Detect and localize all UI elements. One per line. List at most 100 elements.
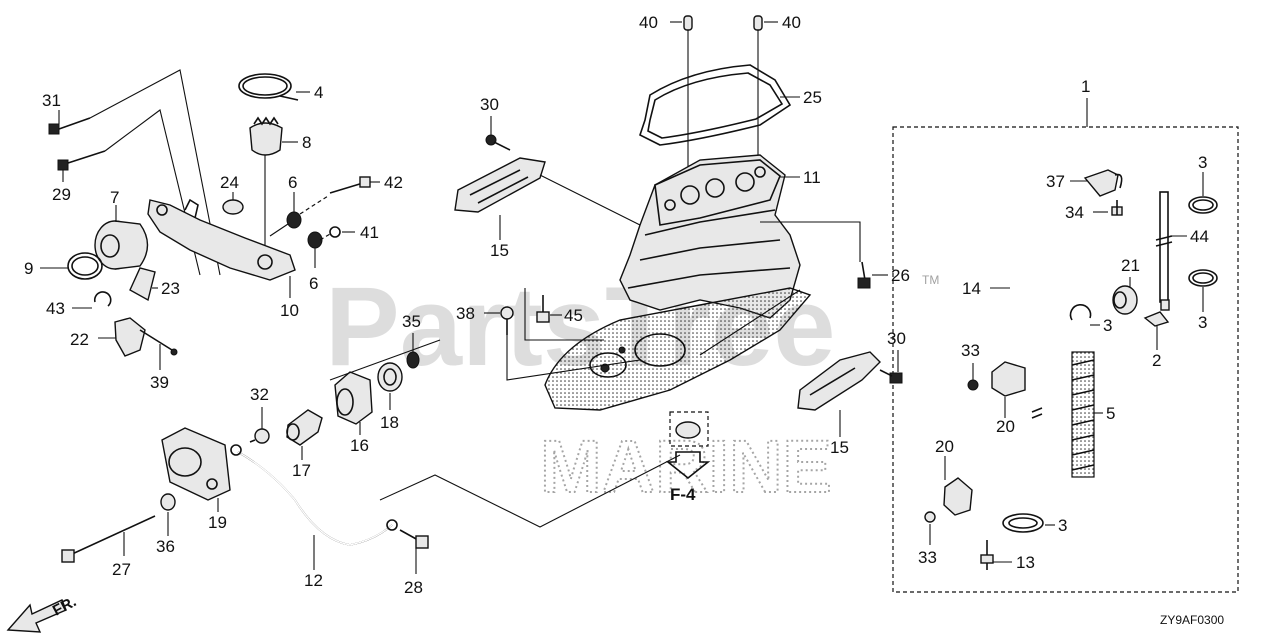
screw-33-lower <box>924 511 936 523</box>
callout-26: 26 <box>891 266 910 285</box>
bolt-32 <box>249 428 270 444</box>
callout-39: 39 <box>150 373 169 392</box>
collar-17 <box>286 409 323 446</box>
screw-34 <box>1111 200 1123 216</box>
callout-2: 2 <box>1152 351 1161 370</box>
bracket-10 <box>147 198 296 281</box>
cap-24 <box>222 199 244 215</box>
leader-cable-path <box>379 454 681 528</box>
leader-15-path <box>539 174 651 231</box>
dowel-40-left <box>683 15 693 31</box>
callout-20: 20 <box>996 417 1015 436</box>
washer-35 <box>406 351 420 369</box>
screw-33-upper <box>967 379 979 391</box>
callout-45: 45 <box>564 306 583 325</box>
callout-41: 41 <box>360 223 379 242</box>
seal-holder-7 <box>94 220 149 270</box>
callout-23: 23 <box>161 279 180 298</box>
callout-6: 6 <box>288 173 297 192</box>
section-ref-f4 <box>665 411 711 480</box>
plate-22 <box>114 317 146 357</box>
callout-8: 8 <box>302 133 311 152</box>
callout-37: 37 <box>1046 172 1065 191</box>
callout-42: 42 <box>384 173 403 192</box>
mount-rubber-15-upper <box>454 157 546 213</box>
callout-35: 35 <box>402 312 421 331</box>
clamp-band-4 <box>238 73 299 101</box>
callout-3: 3 <box>1058 516 1067 535</box>
callout-5: 5 <box>1106 404 1115 423</box>
washer-36 <box>160 493 176 511</box>
leader-nut-a <box>269 223 289 237</box>
bolt-38 <box>500 306 514 335</box>
callout-19: 19 <box>208 513 227 532</box>
callout-15: 15 <box>830 438 849 457</box>
callout-3: 3 <box>1198 313 1207 332</box>
ground-cable-12 <box>230 444 398 546</box>
callout-7: 7 <box>110 188 119 207</box>
callout-29: 29 <box>52 185 71 204</box>
callout-44: 44 <box>1190 227 1209 246</box>
callout-20: 20 <box>935 437 954 456</box>
nut-6-lower <box>307 231 323 249</box>
grommet-8 <box>249 116 283 156</box>
callout-6: 6 <box>309 274 318 293</box>
nut-6-upper <box>286 211 302 229</box>
bolt-28 <box>399 529 429 549</box>
callout-32: 32 <box>250 385 269 404</box>
leader-38-path <box>506 335 641 381</box>
clamp-19 <box>161 427 231 501</box>
callout-31: 31 <box>42 91 61 110</box>
bolt-42 <box>329 176 371 194</box>
bolt-27 <box>61 515 156 563</box>
dash-42 <box>299 195 329 215</box>
clip-3-middle <box>1188 269 1218 287</box>
diagram-code: ZY9AF0300 <box>1160 613 1224 627</box>
callout-9: 9 <box>24 259 33 278</box>
bolt-29 <box>57 150 106 171</box>
leader-26-path <box>760 221 861 262</box>
mount-rubber-15-lower <box>797 351 881 411</box>
bolt-31 <box>48 117 91 135</box>
nipple-13 <box>980 540 994 570</box>
callout-16: 16 <box>350 436 369 455</box>
callout-28: 28 <box>404 578 423 597</box>
callout-13: 13 <box>1016 553 1035 572</box>
callout-21: 21 <box>1121 256 1140 275</box>
callout-34: 34 <box>1065 203 1084 222</box>
callout-12: 12 <box>304 571 323 590</box>
kit-boundary-box <box>892 126 1239 593</box>
callout-18: 18 <box>380 413 399 432</box>
callout-10: 10 <box>280 301 299 320</box>
leader-45-bracket <box>524 288 604 341</box>
bolt-26 <box>857 261 871 289</box>
bolt-30-upper <box>485 134 511 151</box>
clip-43 <box>93 291 112 307</box>
callout-15: 15 <box>490 241 509 260</box>
section-ref-label: F-4 <box>670 485 696 504</box>
callout-22: 22 <box>70 330 89 349</box>
clip-3-lower <box>1002 513 1044 533</box>
nut-41 <box>329 226 341 238</box>
shim-23 <box>129 267 156 302</box>
callout-17: 17 <box>292 461 311 480</box>
callout-38: 38 <box>456 304 475 323</box>
holder-20-upper <box>991 361 1026 397</box>
bushing-16 <box>334 371 373 425</box>
bolt-45 <box>536 295 550 323</box>
callout-30: 30 <box>480 95 499 114</box>
dowel-40-right <box>753 15 763 31</box>
callout-40: 40 <box>782 13 801 32</box>
callout-14: 14 <box>962 279 981 298</box>
callout-33: 33 <box>961 341 980 360</box>
callout-24: 24 <box>220 173 239 192</box>
clip-3-left <box>1069 304 1092 321</box>
clip-3-upper <box>1188 196 1218 214</box>
callout-33: 33 <box>918 548 937 567</box>
callout-11: 11 <box>803 168 821 187</box>
band-9 <box>67 252 103 280</box>
holder-20-lower <box>943 477 973 516</box>
callout-4: 4 <box>314 83 323 102</box>
grommet-21 <box>1112 285 1138 315</box>
